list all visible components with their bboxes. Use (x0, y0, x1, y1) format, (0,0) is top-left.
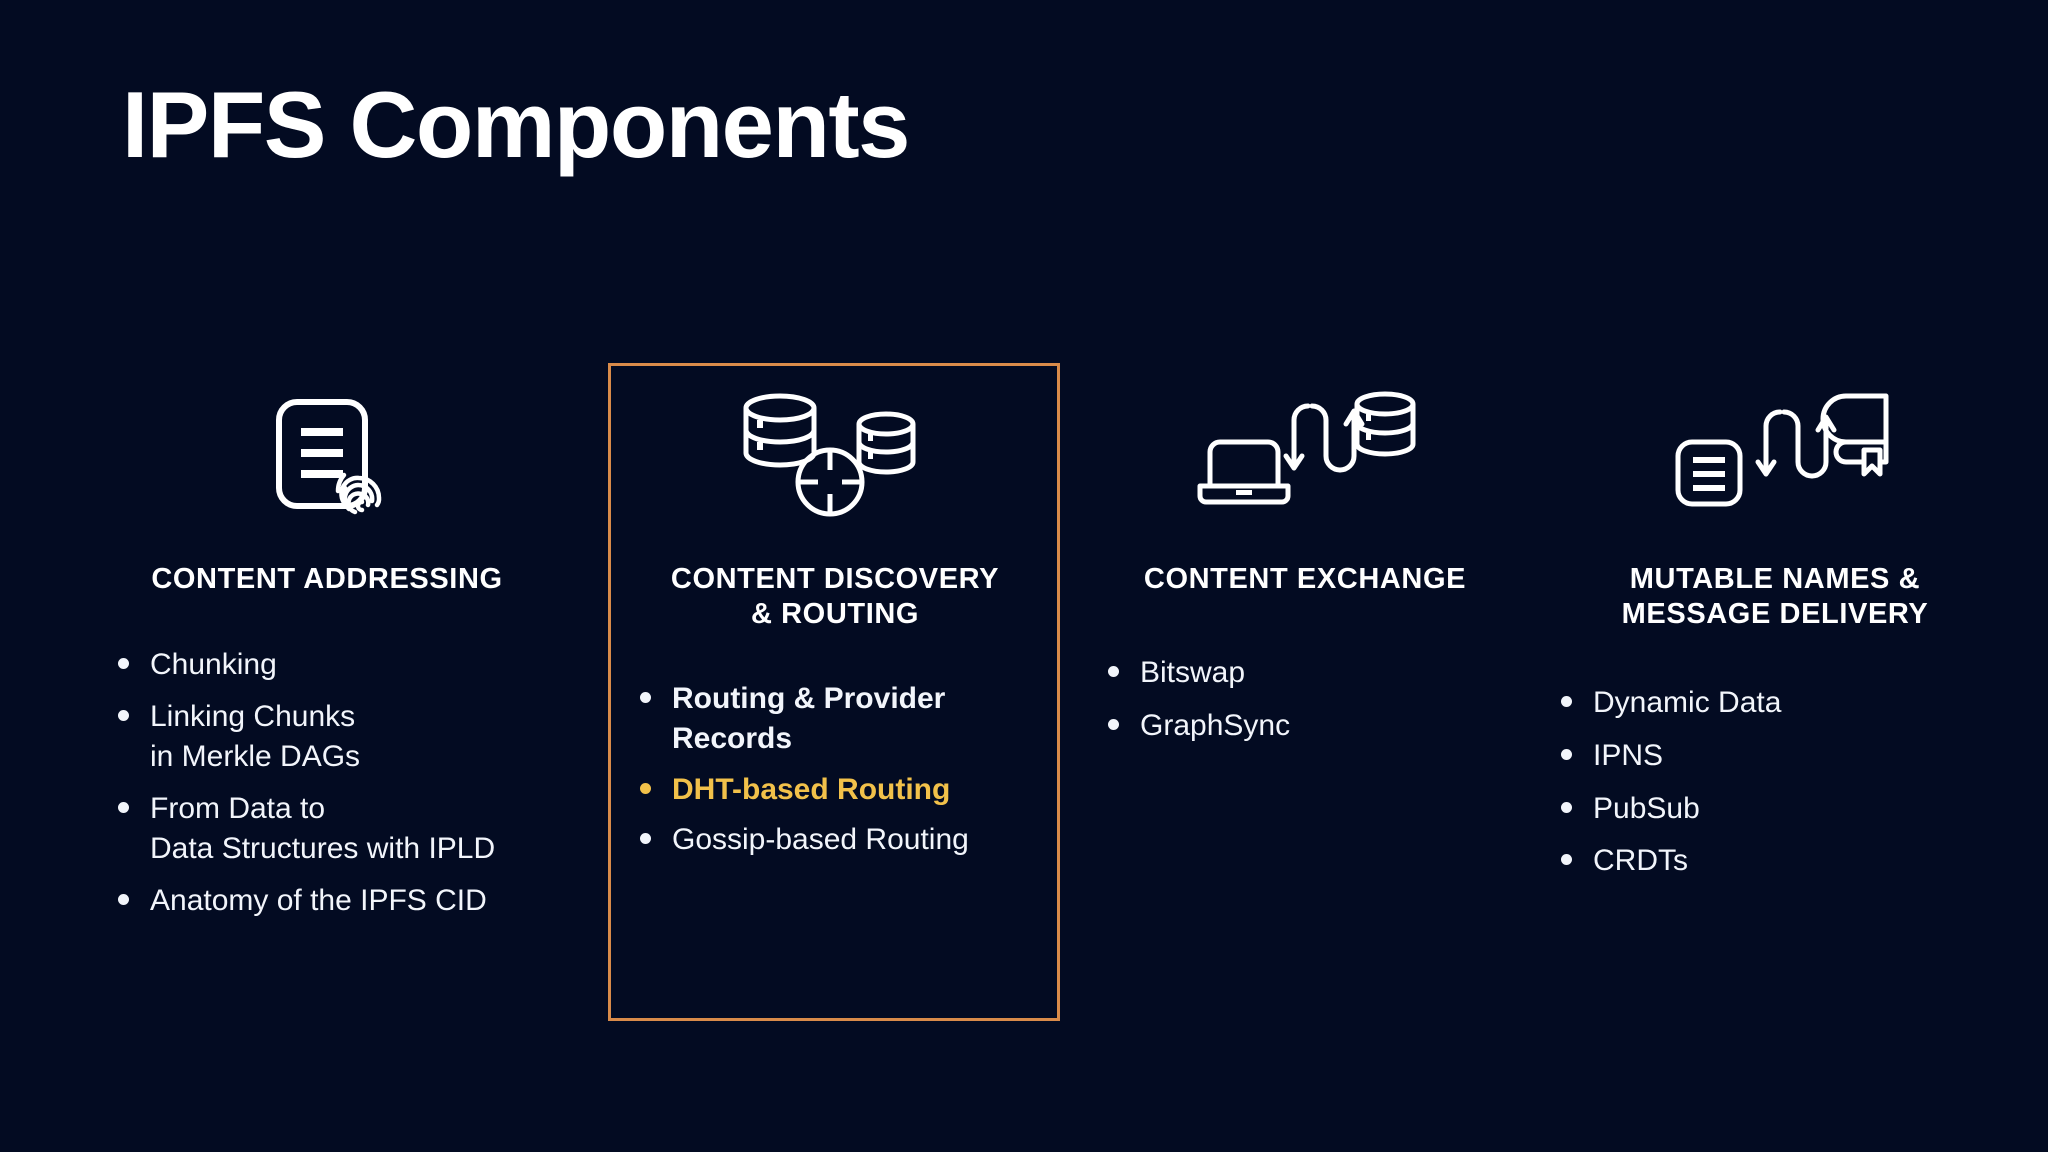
heading-line: CONTENT ADDRESSING (151, 563, 503, 595)
heading-line: MUTABLE NAMES & (1629, 563, 1921, 595)
bullet-list-mutable-names-message-delivery: Dynamic Data IPNS PubSub CRDTs (1555, 683, 1995, 882)
bullet-dot-icon (1561, 854, 1572, 866)
bullet-list-content-discovery-routing: Routing & Provider Records DHT-based Rou… (610, 679, 1060, 861)
list-item-dht-based-routing: DHT-based Routing (634, 770, 1060, 810)
bullet-dot-icon (1108, 719, 1119, 731)
bullet-text: Routing & Provider Records (672, 681, 946, 755)
bullet-dot-icon (118, 710, 129, 722)
heading-line: MESSAGE DELIVERY (1621, 598, 1929, 631)
bullet-dot-icon (118, 893, 129, 905)
bullet-text: DHT-based Routing (672, 772, 951, 806)
column-content-addressing: CONTENT ADDRESSING Chunking Linking Chun… (112, 360, 542, 933)
list-item: Routing & Provider Records (634, 679, 1060, 759)
list-item: PubSub (1555, 789, 1995, 829)
list-item: Anatomy of the IPFS CID (112, 881, 542, 921)
column-content-discovery-routing: CONTENT DISCOVERY & ROUTING Routing & Pr… (610, 360, 1060, 871)
databases-crosshair-icon (610, 360, 1060, 520)
bullet-dot-icon (1561, 748, 1572, 760)
bullet-dot-icon (640, 691, 651, 703)
bullet-list-content-exchange: Bitswap GraphSync (1090, 653, 1520, 746)
document-fingerprint-icon (112, 360, 542, 520)
bullet-list-content-addressing: Chunking Linking Chunks in Merkle DAGs F… (112, 645, 542, 920)
bullet-text: GraphSync (1140, 709, 1291, 743)
list-item: Bitswap (1102, 653, 1520, 693)
bullet-dot-icon (118, 658, 129, 670)
list-item: Chunking (112, 645, 542, 685)
bullet-text: Anatomy of the IPFS CID (150, 883, 487, 917)
column-heading-content-exchange: CONTENT EXCHANGE (1090, 562, 1520, 597)
column-heading-content-addressing: CONTENT ADDRESSING (112, 562, 542, 597)
bullet-text: PubSub (1593, 791, 1700, 825)
bullet-dot-icon (118, 802, 129, 814)
list-item: Linking Chunks in Merkle DAGs (112, 697, 542, 777)
bullet-text: IPNS (1593, 738, 1664, 772)
bullet-text: Dynamic Data (1593, 685, 1782, 719)
heading-line: CONTENT EXCHANGE (1143, 563, 1467, 595)
bullet-dot-icon (1108, 666, 1119, 678)
heading-line: CONTENT DISCOVERY (670, 563, 1000, 595)
bullet-dot-icon (1561, 801, 1572, 813)
document-exchange-book-icon (1555, 360, 1995, 520)
heading-line: & ROUTING (750, 598, 920, 631)
column-content-exchange: CONTENT EXCHANGE Bitswap GraphSync (1090, 360, 1520, 759)
bullet-dot-icon (1561, 695, 1572, 707)
list-item: From Data to Data Structures with IPLD (112, 789, 542, 869)
list-item: CRDTs (1555, 841, 1995, 881)
list-item: Gossip-based Routing (634, 820, 1060, 860)
bullet-text: Gossip-based Routing (672, 823, 969, 857)
column-heading-mutable-names-message-delivery: MUTABLE NAMES & MESSAGE DELIVERY (1555, 562, 1995, 633)
bullet-text: Chunking (150, 648, 277, 682)
bullet-text: Bitswap (1140, 656, 1246, 690)
bullet-text: Linking Chunks in Merkle DAGs (150, 700, 361, 774)
list-item: GraphSync (1102, 706, 1520, 746)
bullet-text: CRDTs (1593, 844, 1688, 878)
page-title: IPFS Components (122, 72, 910, 177)
laptop-exchange-database-icon (1090, 360, 1520, 520)
bullet-text: From Data to Data Structures with IPLD (150, 792, 496, 865)
column-heading-content-discovery-routing: CONTENT DISCOVERY & ROUTING (610, 562, 1060, 633)
highlight-box-content-discovery (608, 363, 1060, 1021)
bullet-dot-icon (640, 782, 651, 794)
bullet-dot-icon (640, 833, 651, 845)
column-mutable-names-message-delivery: MUTABLE NAMES & MESSAGE DELIVERY Dynamic… (1555, 360, 1995, 894)
list-item: IPNS (1555, 736, 1995, 776)
list-item: Dynamic Data (1555, 683, 1995, 723)
